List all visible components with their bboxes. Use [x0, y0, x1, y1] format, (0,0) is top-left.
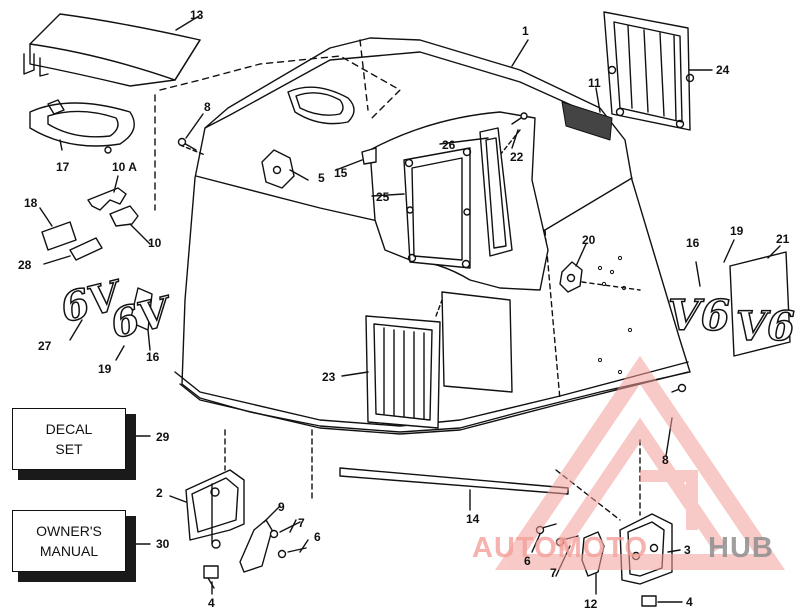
strip-26: [479, 127, 513, 257]
callout-28: 28: [18, 258, 32, 272]
callout-1: 1: [522, 24, 529, 38]
callout-4-right: 4: [686, 595, 693, 609]
callout-25: 25: [376, 190, 390, 204]
callout-11: 11: [588, 76, 601, 90]
owners-manual-box: OWNER'S MANUAL: [12, 510, 136, 582]
decal-set-label: DECAL SET: [45, 421, 93, 457]
callout-24: 24: [716, 63, 730, 77]
callout-14: 14: [466, 512, 480, 526]
gasket-17: [29, 99, 135, 154]
callout-8-top: 8: [204, 100, 211, 114]
watermark-text-hub: HUB: [708, 532, 774, 564]
callout-21: 21: [776, 232, 790, 246]
callout-20: 20: [582, 233, 596, 247]
plate-25: [403, 147, 472, 269]
callout-27: 27: [38, 339, 52, 353]
bracket-2: [185, 429, 313, 549]
decal-set-box: DECAL SET: [12, 408, 136, 480]
vent-23: [365, 315, 441, 429]
callout-19-left: 19: [98, 362, 112, 376]
callout-29: 29: [156, 430, 170, 444]
callout-16-left: 16: [146, 350, 160, 364]
callout-22: 22: [510, 150, 524, 164]
owners-manual-label: OWNER'S MANUAL: [36, 523, 102, 559]
watermark-text-automoto: AUTOMOTO: [472, 532, 649, 564]
callout-10: 10: [148, 236, 162, 250]
callout-30: 30: [156, 537, 170, 551]
callout-9: 9: [278, 500, 285, 514]
callout-8-right: 8: [662, 453, 669, 467]
callout-4-left: 4: [208, 596, 215, 610]
callout-17: 17: [56, 160, 70, 174]
cap-13: [23, 13, 201, 87]
callout-6-left: 6: [314, 530, 321, 544]
callout-15: 15: [334, 166, 348, 180]
callout-26: 26: [442, 138, 456, 152]
grille-24: [603, 11, 695, 131]
callout-18: 18: [24, 196, 38, 210]
callout-12: 12: [584, 597, 598, 611]
v6-badge-16: V6: [668, 291, 730, 340]
v6-badge-21: V6: [736, 303, 795, 350]
callout-16-right: 16: [686, 236, 700, 250]
callout-13: 13: [190, 8, 204, 22]
callout-7-left: 7: [298, 516, 305, 530]
callout-6-right: 6: [524, 554, 531, 568]
callout-10a: 10 A: [112, 160, 137, 174]
callout-23: 23: [322, 370, 336, 384]
knob-5: [261, 149, 295, 189]
callout-7-right: 7: [550, 566, 557, 580]
callout-3: 3: [684, 543, 691, 557]
callout-19-right: 19: [730, 224, 744, 238]
callout-5: 5: [318, 171, 325, 185]
watermark-triangle: [494, 355, 786, 570]
callout-2: 2: [156, 486, 163, 500]
